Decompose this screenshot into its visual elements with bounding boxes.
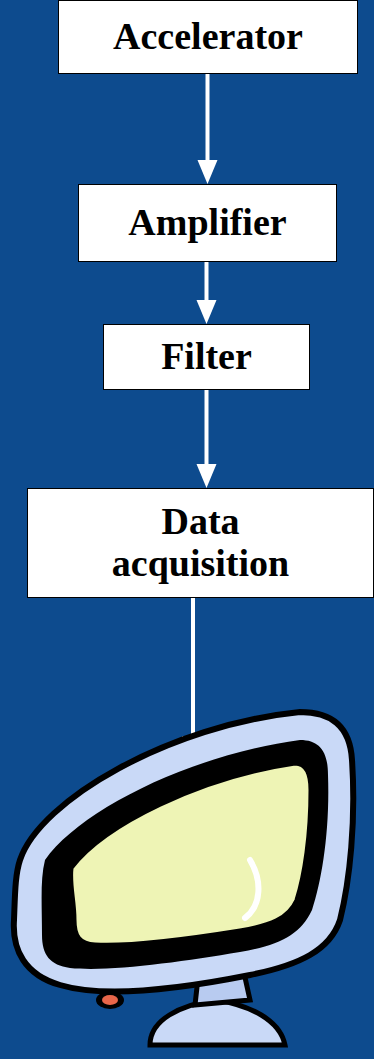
flow-arrow (197, 390, 217, 488)
computer-monitor (14, 712, 353, 1045)
process-box: Filter (103, 324, 310, 390)
process-box: Amplifier (78, 184, 337, 262)
box-label: Amplifier (128, 202, 286, 244)
box-label: Filter (161, 336, 252, 378)
process-box: Accelerator (58, 0, 358, 74)
flow-arrow (198, 74, 218, 184)
box-label: Data acquisition (81, 501, 321, 585)
box-label: Accelerator (113, 16, 303, 58)
process-box: Data acquisition (27, 488, 374, 598)
flow-arrow (197, 262, 217, 324)
